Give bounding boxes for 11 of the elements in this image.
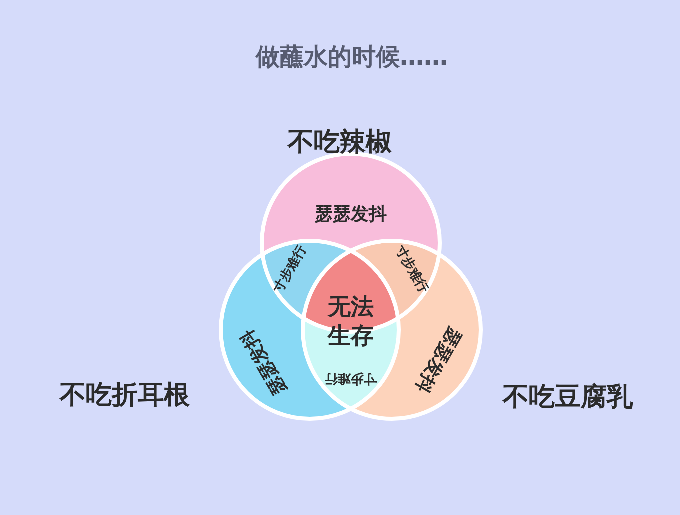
region-label: 瑟瑟发抖 — [411, 324, 465, 396]
title: 做蘸水的时候…… — [256, 44, 448, 70]
overlap-label: 寸步难行 — [392, 244, 430, 296]
set-heading: 不吃辣椒 — [288, 128, 392, 158]
region-label: 瑟瑟发抖 — [237, 326, 291, 398]
overlap-label: 寸步难行 — [325, 370, 377, 386]
overlap-label: 寸步难行 — [272, 244, 310, 296]
centre-label: 无法生存 — [326, 293, 375, 351]
set-heading: 不吃折耳根 — [60, 382, 190, 410]
set-heading: 不吃豆腐乳 — [503, 384, 633, 412]
region-label: 瑟瑟发抖 — [315, 205, 387, 225]
